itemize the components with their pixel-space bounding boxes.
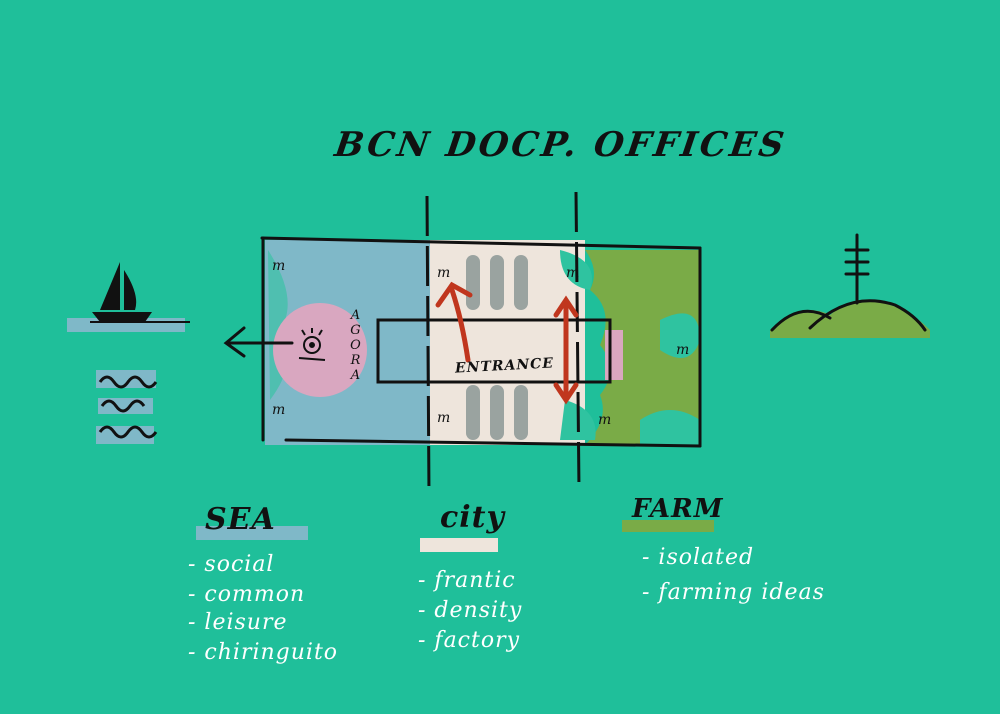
- farm-underline: [622, 520, 714, 532]
- eye-icon: [298, 328, 326, 361]
- sea-item: - leisure: [188, 610, 288, 635]
- sea-item: - social: [188, 552, 275, 577]
- tree-hill-icon: [770, 233, 930, 338]
- zone-heading-city: city: [440, 500, 505, 535]
- city-item: - density: [418, 598, 523, 623]
- agora-circle: [273, 303, 367, 397]
- module-mark: m: [437, 410, 452, 426]
- module-mark: m: [437, 265, 452, 281]
- teal-blob: [660, 313, 700, 358]
- city-blocks: [466, 255, 528, 440]
- farm-item: - farming ideas: [642, 580, 825, 605]
- sea-item: - common: [188, 582, 306, 607]
- sea-underline: [196, 526, 308, 540]
- farm-zone: [585, 250, 700, 445]
- waves-icon: [96, 370, 158, 444]
- agora-label: AGORA: [348, 308, 363, 383]
- red-arrows: [435, 281, 579, 405]
- module-mark: m: [272, 258, 287, 274]
- module-mark: m: [272, 402, 287, 418]
- agora-pink-extension: [605, 330, 623, 380]
- zone-heading-farm: FARM: [632, 494, 724, 524]
- module-mark: m: [566, 265, 581, 281]
- zone-heading-sea: SEA: [205, 502, 276, 537]
- teal-blob: [640, 410, 700, 445]
- sea-item: - chiringuito: [188, 640, 339, 665]
- module-mark: m: [598, 412, 613, 428]
- farm-item: - isolated: [642, 545, 755, 570]
- city-item: - factory: [418, 628, 521, 653]
- arrow-to-sea: [223, 326, 294, 358]
- city-zone: [430, 240, 585, 445]
- sailboat-icon: [67, 262, 190, 332]
- module-mark: m: [676, 342, 691, 358]
- plot-frame: [260, 236, 702, 448]
- entrance-bar: [376, 318, 612, 384]
- city-item: - frantic: [418, 568, 516, 593]
- city-underline: [420, 538, 498, 552]
